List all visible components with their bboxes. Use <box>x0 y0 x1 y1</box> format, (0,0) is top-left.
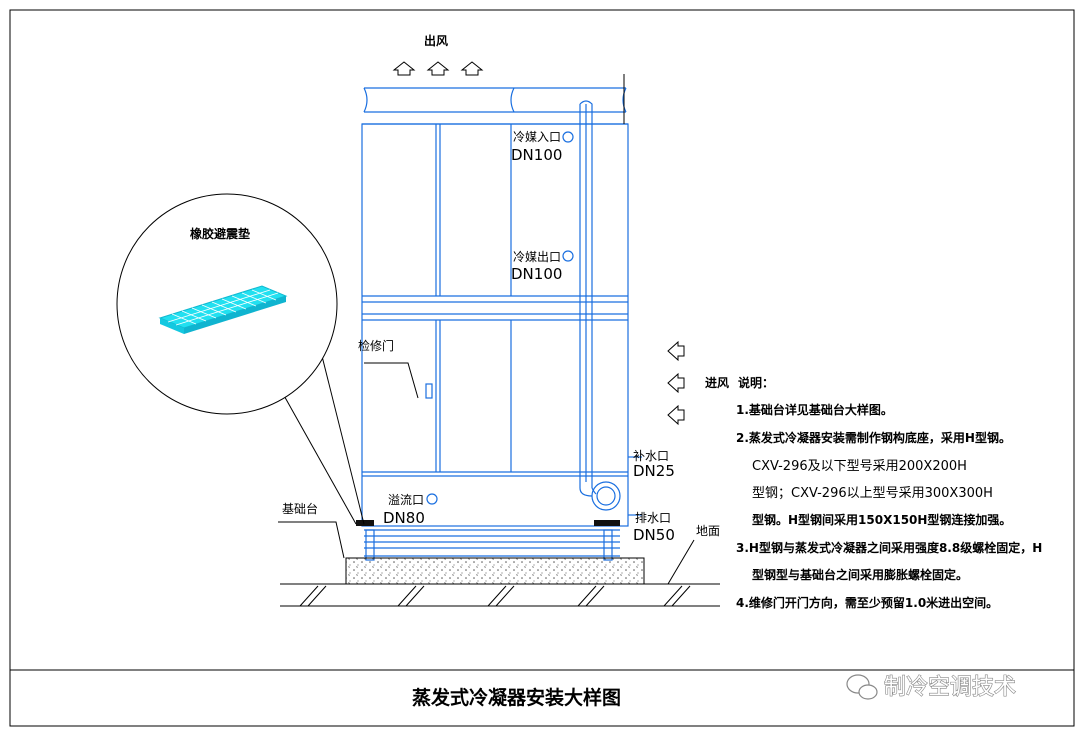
note-line-6: 3.H型钢与蒸发式冷凝器之间采用强度8.8级螺栓固定，H <box>736 540 1042 555</box>
rubber-pad-icon <box>158 285 288 334</box>
condenser-unit <box>356 74 642 561</box>
access-door-label: 检修门 <box>358 338 394 353</box>
note-line-8: 4.维修门开门方向，需至少预留1.0米进出空间。 <box>736 595 998 610</box>
makeup-water-label: 补水口 <box>633 449 669 463</box>
foundation-block <box>345 557 645 585</box>
foundation-label: 基础台 <box>282 501 318 516</box>
watermark-text: 制冷空调技术 <box>884 675 1016 700</box>
overflow-port <box>426 493 438 505</box>
overflow-dn: DN80 <box>383 509 425 527</box>
notes-heading: 说明： <box>738 375 774 390</box>
refrigerant-outlet-dn: DN100 <box>511 265 562 283</box>
notes-block: 说明： 1.基础台详见基础台大样图。 2.蒸发式冷凝器安装需制作钢构底座，采用H… <box>736 375 1042 610</box>
drawing-title: 蒸发式冷凝器安装大样图 <box>412 686 621 709</box>
overflow-label: 溢流口 <box>388 493 424 507</box>
drawing-border <box>9 9 1075 727</box>
inlet-air-label: 进风 <box>705 375 729 390</box>
rubber-pad-label: 橡胶避震垫 <box>190 226 250 241</box>
note-line-1: 1.基础台详见基础台大样图。 <box>736 402 893 417</box>
refrigerant-outlet-label: 冷媒出口 <box>513 250 561 264</box>
note-line-3: CXV-296及以下型号采用200X200H <box>752 459 967 474</box>
ground-line <box>280 583 720 607</box>
note-line-5: 型钢。H型钢间采用150X150H型钢连接加强。 <box>752 512 1011 527</box>
drain-label: 排水口 <box>635 511 671 525</box>
refrigerant-inlet-label: 冷媒入口 <box>513 130 561 144</box>
note-line-7: 型钢型与基础台之间采用膨胀螺栓固定。 <box>752 567 968 582</box>
refrigerant-inlet-port <box>562 131 574 143</box>
refrigerant-outlet-port <box>562 250 574 262</box>
ground-label: 地面 <box>696 524 720 538</box>
refrigerant-inlet-dn: DN100 <box>511 146 562 164</box>
makeup-water-dn: DN25 <box>633 462 675 480</box>
outlet-air-label: 出风 <box>424 33 448 48</box>
note-line-4: 型钢；CXV-296以上型号采用300X300H <box>752 486 993 501</box>
wechat-icon <box>846 674 878 700</box>
airflow-up-icon <box>392 61 484 76</box>
drain-dn: DN50 <box>633 526 675 544</box>
note-line-2: 2.蒸发式冷凝器安装需制作钢构底座，采用H型钢。 <box>736 430 1011 445</box>
airflow-in-icon <box>667 340 685 426</box>
